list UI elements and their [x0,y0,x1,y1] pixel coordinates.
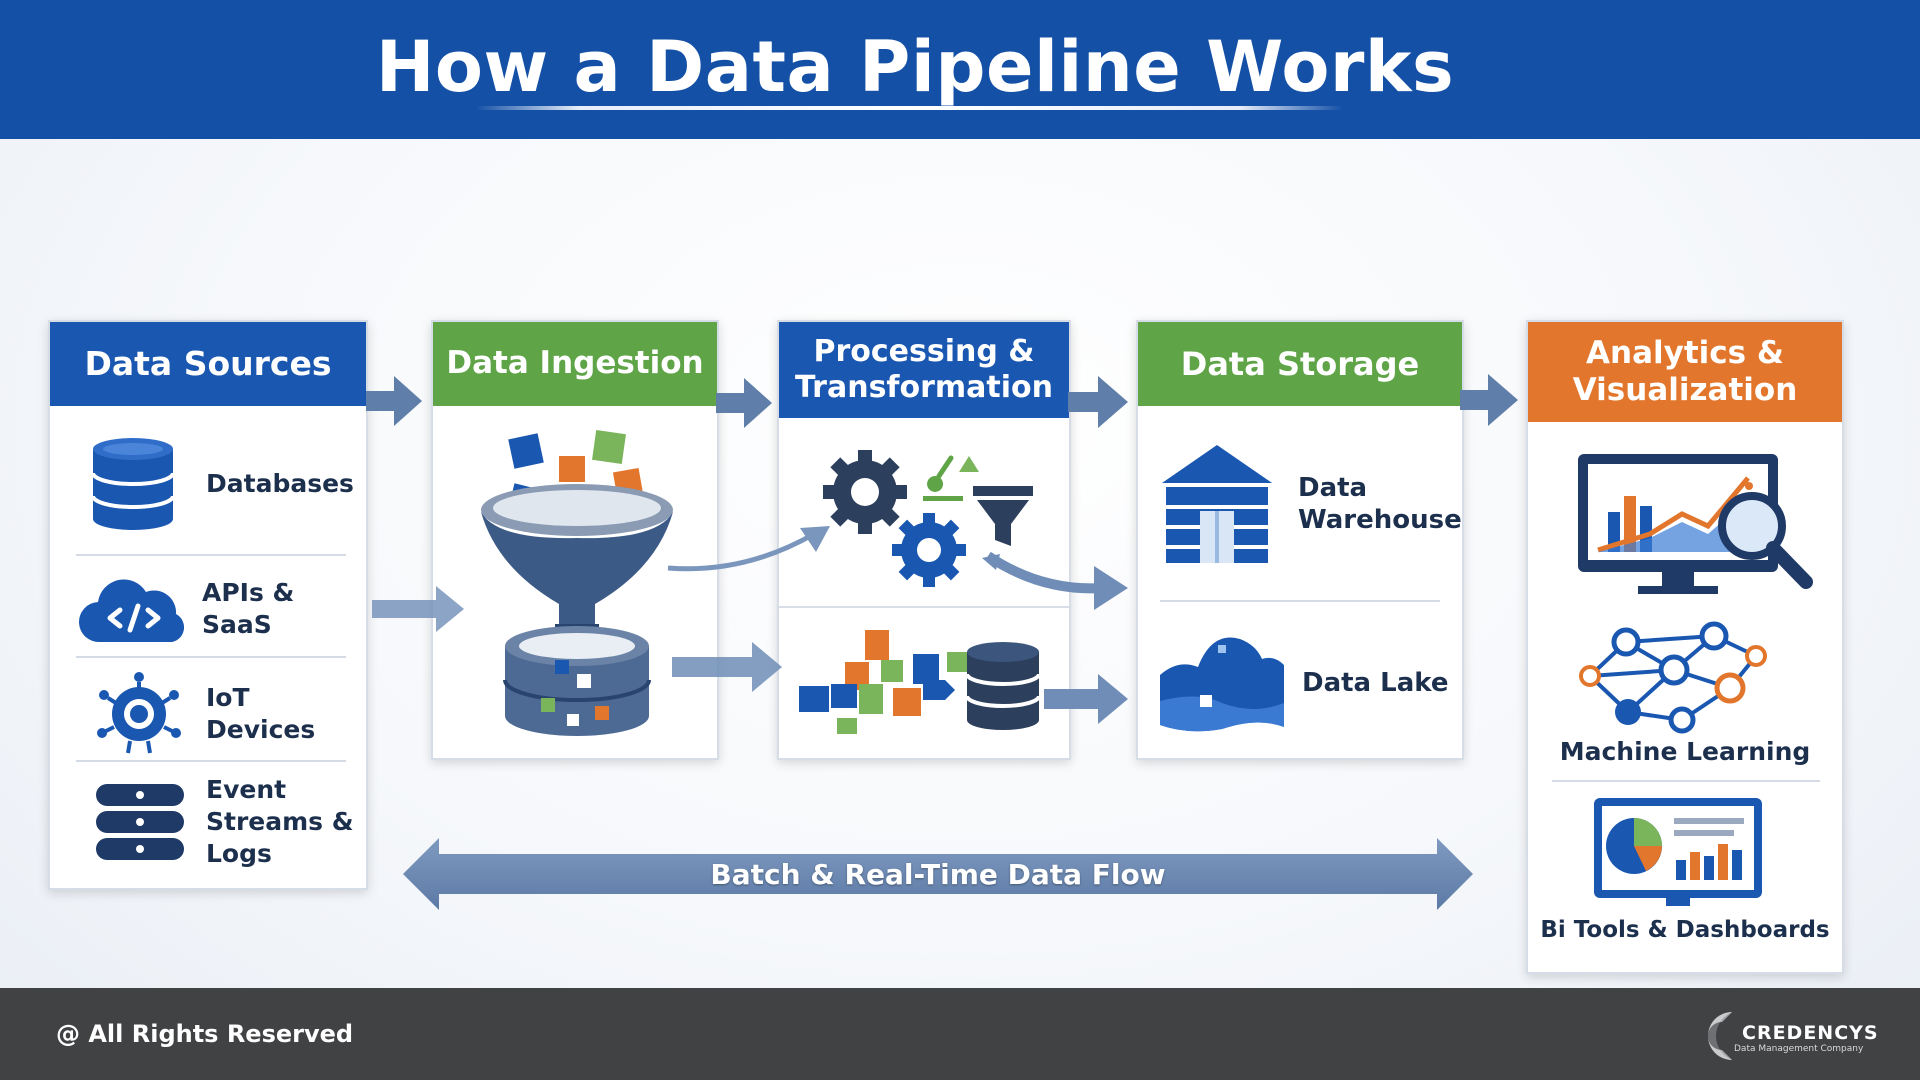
storage-item-warehouse: Data Warehouse [1158,442,1462,566]
data-storage-title: Data Storage [1180,344,1420,383]
data-ingestion-panel: Data Ingestion [431,320,719,760]
source-item-apis: APIs & SaaS [78,568,366,650]
funnel-icon [477,428,677,740]
database-icon [965,640,1041,732]
logo-tagline: Data Management Company [1734,1044,1864,1054]
gears-icon [823,450,1045,588]
arrow-right-icon [1068,376,1128,428]
divider [76,656,346,658]
filter-icon [973,486,1033,548]
double-arrow-icon [403,838,1473,910]
dashboard-icon [1594,798,1762,908]
processing-divider [779,606,1069,608]
storage-item-lake: Data Lake [1158,628,1449,738]
database-icon [90,437,176,531]
processing-title-line2: Transformation [795,370,1053,405]
storage-label-lake: Data Lake [1302,668,1449,698]
monitor-chart-icon [1578,454,1814,604]
analytics-title-line2: Visualization [1572,372,1798,408]
arrow-right-icon [372,586,464,632]
source-item-iot: IoT Devices [94,666,366,762]
divider [1552,780,1820,782]
copyright-text: @ All Rights Reserved [56,1020,354,1048]
event-streams-line2: Streams & Logs [206,807,354,868]
source-label-iot: IoT Devices [206,683,316,744]
arrow-right-icon [1460,374,1518,426]
source-item-databases: Databases [90,434,354,534]
curved-arrow-icon [982,551,1128,610]
source-label-apis: APIs & SaaS [202,578,295,639]
logo-mark-icon [1708,1012,1732,1060]
source-label-event-streams: Event Streams & Logs [206,774,366,870]
footer: @ All Rights Reserved [0,988,1920,1080]
arrow-right-icon [366,376,422,426]
server-icon [94,782,186,862]
page-title: How a Data Pipeline Works [375,26,1455,108]
analytics-title: Analytics & Visualization [1573,335,1798,409]
storage-label-warehouse: Data Warehouse [1298,472,1462,536]
data-sources-header: Data Sources [50,322,366,406]
neural-network-icon [1578,621,1768,736]
data-storage-header: Data Storage [1138,322,1462,406]
arrow-right-icon [672,642,782,692]
analytics-header: Analytics & Visualization [1528,322,1842,422]
divider [1160,600,1440,602]
iot-device-icon [94,671,184,757]
analytics-label-bi: Bi Tools & Dashboards [1540,917,1830,943]
analytics-title-line1: Analytics & [1586,334,1784,371]
source-item-event-streams: Event Streams & Logs [94,774,366,870]
data-ingestion-header: Data Ingestion [433,322,717,406]
source-label-databases: Databases [206,469,354,498]
header-banner: How a Data Pipeline Works [0,0,1920,139]
arrow-right-icon [1044,674,1128,724]
data-sources-title: Data Sources [84,344,332,384]
analytics-label-ml: Machine Learning [1559,737,1811,766]
curved-arrow-icon [667,526,830,572]
data-sources-panel: Data Sources Databases APIs & SaaS [48,320,368,890]
blocks-icon [797,626,967,736]
lake-icon [1158,631,1286,735]
processing-title-line1: Processing & [813,334,1035,369]
data-flow-label: Batch & Real-Time Data Flow [710,857,1166,891]
analytics-panel: Analytics & Visualization [1526,320,1844,974]
title-underline [475,106,1343,110]
warehouse-icon [1158,443,1276,565]
event-streams-line1: Event [206,775,287,804]
company-logo: CREDENCYS Data Management Company [1692,1008,1892,1064]
warehouse-line1: Data [1298,473,1368,503]
processing-panel: Processing & Transformation [777,320,1071,760]
arrow-right-icon [716,378,772,428]
cloud-code-icon [78,574,190,644]
processing-header: Processing & Transformation [779,322,1069,418]
processing-title: Processing & Transformation [795,334,1053,406]
logo-brand: CREDENCYS [1742,1022,1879,1044]
divider [76,760,346,762]
data-storage-panel: Data Storage Data Warehouse [1136,320,1464,760]
data-flow-bar: Batch & Real-Time Data Flow [403,838,1473,910]
divider [76,554,346,556]
warehouse-line2: Warehouse [1298,505,1462,535]
data-ingestion-title: Data Ingestion [446,345,704,382]
